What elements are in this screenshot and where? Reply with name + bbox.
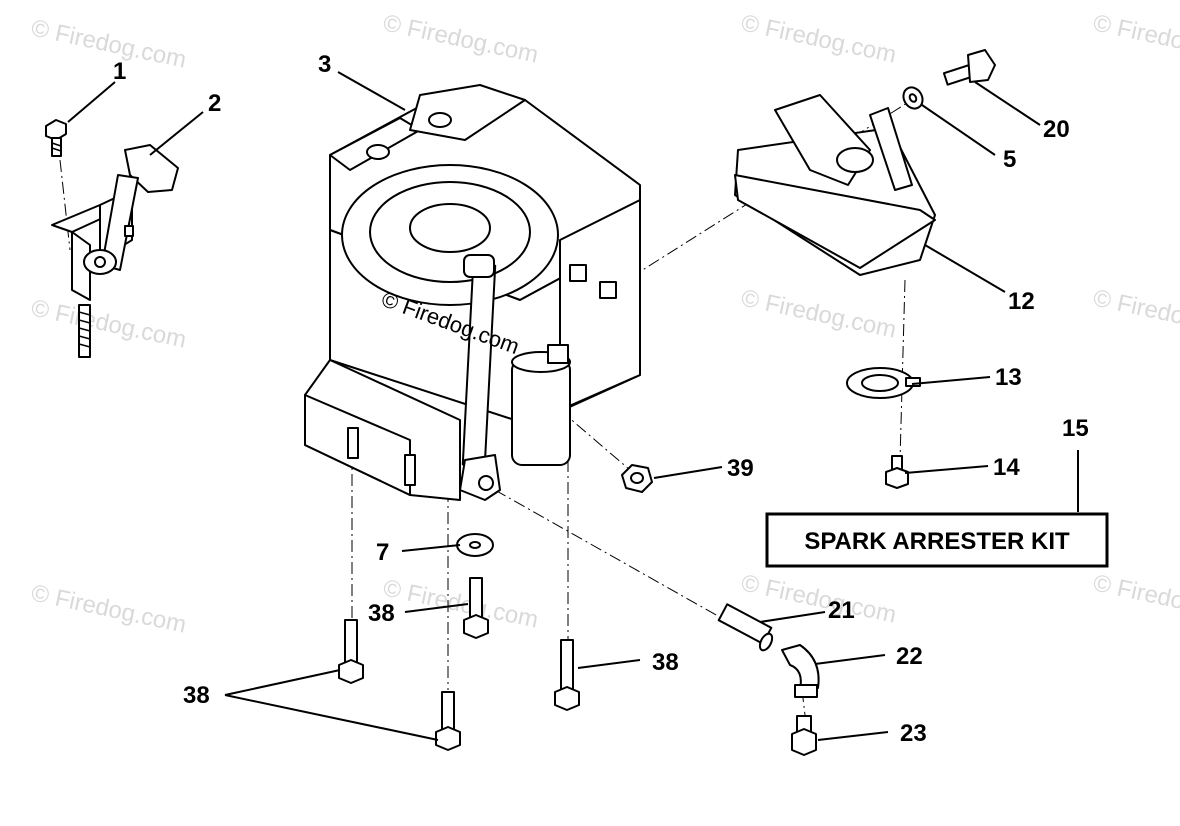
assembly-line <box>559 409 631 471</box>
part-3-engine <box>304 84 641 501</box>
part-2-throttle-control <box>51 144 179 358</box>
assembly-line <box>499 97 916 361</box>
leader-38 <box>224 694 439 741</box>
callout-13: 13 <box>995 364 1022 391</box>
part-38-bolt <box>463 577 489 639</box>
assembly-line <box>59 159 71 251</box>
callout-7: 7 <box>376 539 389 566</box>
leader-23 <box>817 731 889 741</box>
callout-23: 23 <box>900 720 927 747</box>
leader-2 <box>149 111 204 156</box>
watermark: © Firedog.com <box>739 569 899 628</box>
watermark: © Firedog.com <box>1091 9 1180 68</box>
watermark: © Firedog.com <box>381 9 541 68</box>
part-20-bolt <box>942 49 996 86</box>
spark-arrester-kit-label: SPARK ARRESTER KIT <box>804 528 1070 555</box>
leader-21 <box>759 611 826 623</box>
leader-38 <box>404 603 469 613</box>
part-21-pipe-nipple <box>717 603 774 652</box>
part-39-nut <box>621 464 653 493</box>
callout-3: 3 <box>318 51 331 78</box>
callout-5: 5 <box>1003 146 1016 173</box>
part-1-bolt <box>45 119 67 157</box>
part-23-drain-plug <box>791 715 817 756</box>
leader-39 <box>653 466 723 479</box>
part-12-muffler <box>734 94 936 276</box>
callout-38: 38 <box>652 649 679 676</box>
callout-38: 38 <box>368 600 395 627</box>
part-22-elbow <box>781 644 820 698</box>
callout-2: 2 <box>208 90 221 117</box>
part-13-spark-arrester-screen <box>846 367 921 399</box>
assembly-line <box>899 279 906 461</box>
watermark: © Firedog.com <box>1091 284 1180 343</box>
callout-1: 1 <box>113 58 126 85</box>
watermark: © Firedog.com <box>739 284 899 343</box>
spark-arrester-kit-box: SPARK ARRESTER KIT <box>765 512 1109 568</box>
callout-21: 21 <box>828 597 855 624</box>
watermark: © Firedog.com <box>1091 569 1180 628</box>
leader-7 <box>401 544 461 552</box>
leader-12 <box>924 244 1006 293</box>
leader-3 <box>337 71 406 111</box>
part-5-washer <box>902 86 924 110</box>
watermark: © Firedog.com <box>739 9 899 68</box>
callout-14: 14 <box>993 454 1020 481</box>
watermark: © Firedog.com <box>29 294 189 353</box>
part-38-bolt <box>338 619 364 684</box>
part-14-screw <box>885 455 909 489</box>
callout-labels: 1 2 3 20 5 12 13 15 14 39 7 38 38 38 21 … <box>113 51 1089 747</box>
part-38-bolt <box>554 639 580 711</box>
callout-20: 20 <box>1043 116 1070 143</box>
leader-20 <box>974 81 1041 126</box>
part-7-lock-washer <box>456 533 494 557</box>
leader-13 <box>911 376 991 385</box>
callout-15: 15 <box>1062 415 1089 442</box>
assembly-line <box>494 489 726 621</box>
part-38-bolt <box>435 691 461 751</box>
leader-38 <box>224 669 341 696</box>
watermark: © Firedog.com <box>29 579 189 638</box>
callout-39: 39 <box>727 455 754 482</box>
callout-22: 22 <box>896 643 923 670</box>
leader-14 <box>904 465 989 474</box>
leader-22 <box>814 654 886 665</box>
leader-lines <box>67 71 1079 741</box>
leader-1 <box>67 81 116 123</box>
callout-38: 38 <box>183 682 210 709</box>
leader-5 <box>921 104 996 156</box>
leader-38 <box>577 659 641 669</box>
watermark: © Firedog.com <box>29 14 189 73</box>
callout-12: 12 <box>1008 288 1035 315</box>
